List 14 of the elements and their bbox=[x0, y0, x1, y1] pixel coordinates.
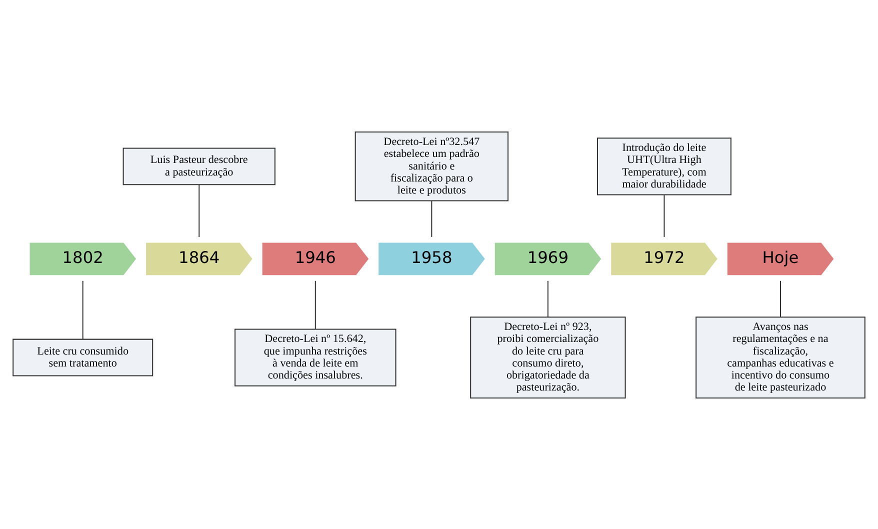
node-box: Decreto-Lei nº 923, proibi comercialização do leite cru para consumo direto, obrigatoriedade da pasteurização. bbox=[470, 316, 626, 398]
node-box: Avanços nas regulamentações e na fiscalização, campanhas educativas e incentivo do consumo de leite pasteurizado bbox=[696, 316, 866, 398]
connector bbox=[431, 200, 432, 236]
connector bbox=[314, 280, 316, 328]
connector bbox=[664, 194, 665, 237]
connector bbox=[82, 280, 84, 339]
node-box: Decreto-Lei nº 15.642, que impunha restrições à venda de leite em condições insalubres. bbox=[234, 328, 396, 386]
node-box: Leite cru consumido sem tratamento bbox=[12, 338, 154, 376]
node-box: Decreto-Lei nº32.547 estabelece um padrão sanitário e fiscalização para o leite e produtos bbox=[354, 131, 508, 201]
node-box: Introdução do leite UHT(Ultra High Temperature), com maior durabilidade bbox=[596, 137, 732, 195]
node-box: Luis Pasteur descobre a pasteurização bbox=[122, 147, 276, 185]
connector bbox=[198, 184, 200, 237]
connector bbox=[547, 280, 548, 316]
connector bbox=[780, 280, 781, 316]
